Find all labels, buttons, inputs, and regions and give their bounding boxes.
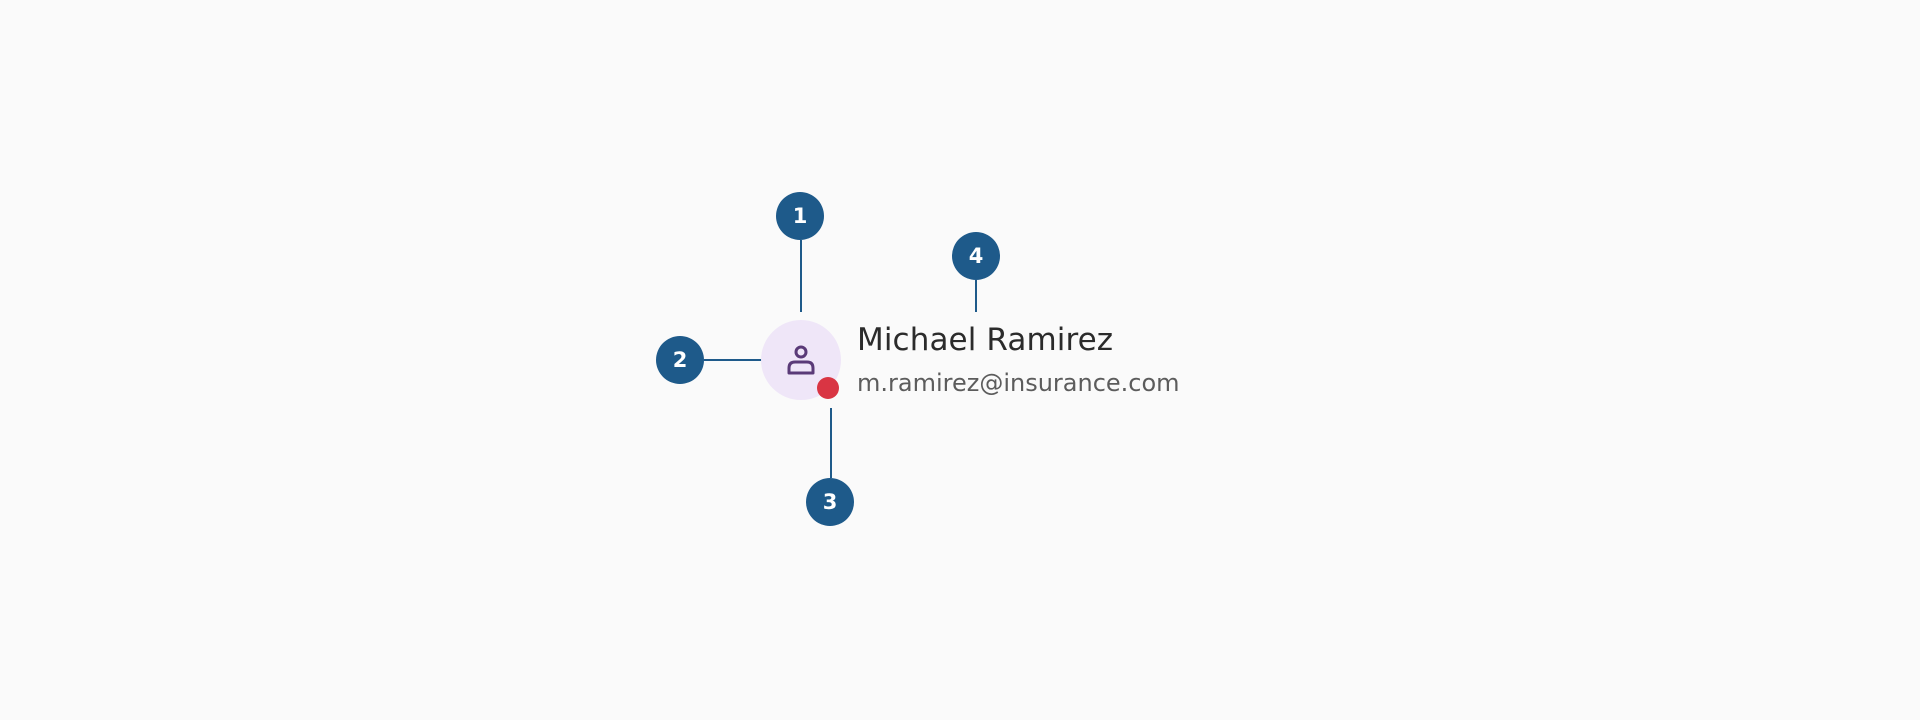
callout-4-line <box>975 280 977 312</box>
callout-4-number: 4 <box>968 243 984 268</box>
callout-1-badge: 1 <box>776 192 824 240</box>
callout-3-number: 3 <box>822 489 838 514</box>
callout-3-line <box>830 408 832 478</box>
callout-1-number: 1 <box>792 203 808 228</box>
callout-1-line <box>800 240 802 312</box>
callout-2-line <box>704 359 776 361</box>
user-name: Michael Ramirez <box>857 322 1114 358</box>
person-icon <box>783 342 819 378</box>
user-email: m.ramirez@insurance.com <box>857 369 1180 397</box>
callout-2-number: 2 <box>672 347 688 372</box>
status-indicator-dot <box>817 377 839 399</box>
callout-2-badge: 2 <box>656 336 704 384</box>
callout-3-badge: 3 <box>806 478 854 526</box>
callout-4-badge: 4 <box>952 232 1000 280</box>
